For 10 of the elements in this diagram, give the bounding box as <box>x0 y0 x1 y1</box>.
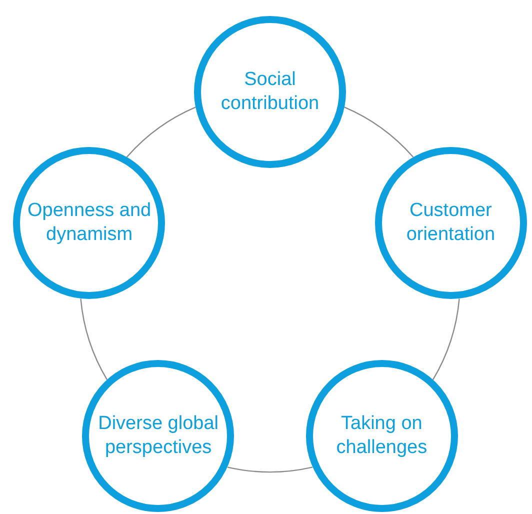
node-label: Customer orientation <box>405 199 496 248</box>
connector-arc <box>344 106 414 158</box>
connector-arc <box>227 466 313 473</box>
node-label: Openness and dynamism <box>26 199 152 248</box>
connector-arc <box>80 298 108 380</box>
node-label: Social contribution <box>220 68 320 116</box>
node-label: Taking on challenges <box>335 412 428 460</box>
connector-arc <box>126 106 196 158</box>
connector-arc <box>432 298 460 380</box>
node-label: Diverse global perspectives <box>97 412 220 460</box>
